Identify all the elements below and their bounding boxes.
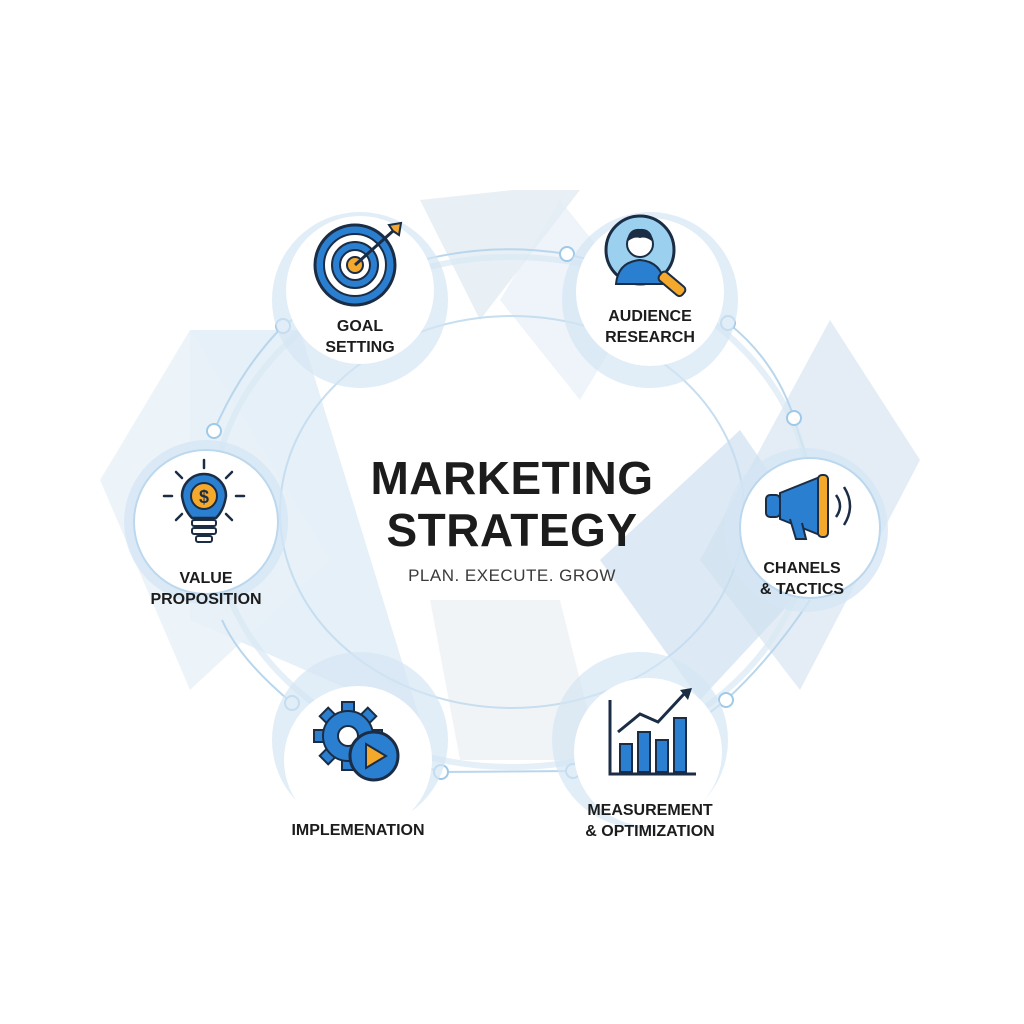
chart-trend-arrowhead xyxy=(680,688,692,700)
target-icon xyxy=(313,221,403,307)
node-label-channels-tactics: CHANELS & TACTICS xyxy=(732,558,872,600)
connector-dot xyxy=(786,410,802,426)
target-arrow-shaft xyxy=(353,229,395,267)
sound-wave-2 xyxy=(842,486,852,526)
node-label-line: & OPTIMIZATION xyxy=(585,823,715,840)
node-label-line: AUDIENCE xyxy=(608,308,692,325)
sound-wave-1 xyxy=(834,494,842,518)
dollar-coin xyxy=(190,482,218,510)
chart-bar-3 xyxy=(655,739,669,773)
node-label-implementation: IMPLEMENATION xyxy=(268,820,448,841)
bulb-base-3 xyxy=(195,535,213,543)
target-arrow-fletching xyxy=(387,221,403,237)
megaphone-handle xyxy=(789,518,808,540)
node-label-line: CHANELS xyxy=(763,560,841,577)
person-hair xyxy=(627,228,653,242)
bulb-base-2 xyxy=(191,527,217,535)
node-label-line: & TACTICS xyxy=(759,581,845,598)
title-line-2: STRATEGY xyxy=(386,504,638,556)
dollar-sign: $ xyxy=(199,487,209,507)
title-line-1: MARKETING xyxy=(370,452,654,504)
megaphone-bell xyxy=(817,474,829,538)
node-label-audience-research: AUDIENCE RESEARCH xyxy=(570,306,730,348)
lightbulb-dollar-icon: $ xyxy=(162,458,246,543)
magnifier-handle xyxy=(657,270,687,298)
node-label-line: VALUE xyxy=(179,570,233,587)
chart-axes xyxy=(608,700,696,776)
bulb-base-1 xyxy=(191,519,217,527)
node-label-measurement-optimization: MEASUREMENT & OPTIMIZATION xyxy=(560,800,740,842)
person-magnifier-icon xyxy=(604,214,687,298)
diagram-tagline: PLAN. EXECUTE. GROW xyxy=(408,566,616,585)
node-label-line: RESEARCH xyxy=(605,329,695,346)
play-triangle xyxy=(365,742,388,770)
node-label-line: PROPOSITION xyxy=(150,591,262,608)
node-label-value-proposition: VALUE PROPOSITION xyxy=(126,568,286,610)
chart-bar-4 xyxy=(673,717,687,773)
node-label-line: GOAL xyxy=(336,318,384,335)
megaphone-icon xyxy=(765,474,852,540)
chart-trend-line xyxy=(617,692,686,734)
chart-up-icon xyxy=(608,688,696,776)
gear-hole xyxy=(337,725,359,747)
chart-bar-2 xyxy=(637,731,651,773)
connector-dot xyxy=(206,423,222,439)
megaphone-mouthpiece xyxy=(765,494,781,518)
node-label-line: SETTING xyxy=(325,339,395,356)
node-label-line: MEASUREMENT xyxy=(587,802,713,819)
connector-dot xyxy=(559,246,575,262)
connector-dot xyxy=(718,692,734,708)
node-label-goal-setting: GOAL SETTING xyxy=(290,316,430,358)
gear-play-icon xyxy=(313,701,400,782)
node-label-line: IMPLEMENATION xyxy=(291,822,425,839)
diagram-title: MARKETING STRATEGY xyxy=(312,452,712,556)
bulb-rays xyxy=(162,458,246,522)
chart-bar-1 xyxy=(619,743,633,773)
